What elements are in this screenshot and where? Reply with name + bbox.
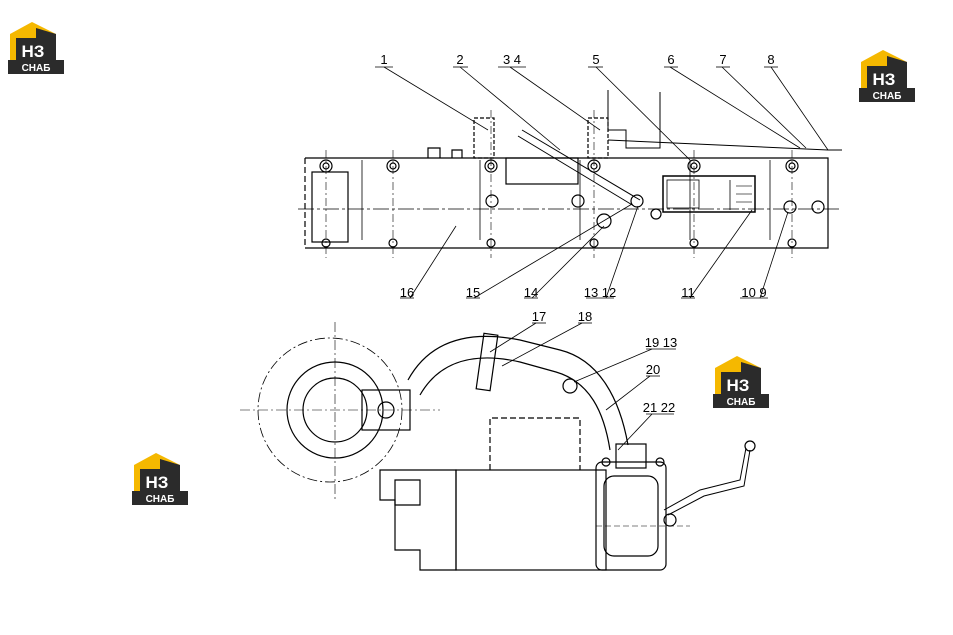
logo-subtitle: СНАБ: [873, 91, 902, 102]
callout-14: 14: [524, 285, 538, 300]
callout-15: 15: [466, 285, 480, 300]
logo-letters: НЗ: [873, 70, 896, 89]
callout-17: 17: [532, 309, 546, 324]
turbo-assembly-view: [240, 322, 756, 571]
callout-21-22: 21 22: [643, 400, 676, 415]
brand-logo-bottom-left: НЗ СНАБ: [132, 453, 188, 505]
callout-20: 20: [646, 362, 660, 377]
callout-2: 2: [456, 52, 463, 67]
callout-6: 6: [667, 52, 674, 67]
callout-7: 7: [719, 52, 726, 67]
callout-13-12: 13 12: [584, 285, 617, 300]
brand-logo-middle-right: НЗ СНАБ: [713, 356, 769, 408]
logo-subtitle: СНАБ: [146, 494, 175, 505]
callout-3-4: 3 4: [503, 52, 521, 67]
callout-8: 8: [767, 52, 774, 67]
brand-logo-top-left: НЗ СНАБ: [8, 22, 64, 74]
logo-letters: НЗ: [22, 42, 45, 61]
logo-subtitle: СНАБ: [22, 63, 51, 74]
manifold-top-view: [298, 90, 842, 258]
callout-18: 18: [578, 309, 592, 324]
callout-1: 1: [380, 52, 387, 67]
brand-logo-top-right: НЗ СНАБ: [859, 50, 915, 102]
logo-letters: НЗ: [727, 376, 750, 395]
callout-16: 16: [400, 285, 414, 300]
callout-labels: 1 2 3 4 5 6 7 8 16 15 14 13 12 11 10 9 1…: [380, 52, 774, 415]
callout-5: 5: [592, 52, 599, 67]
callout-19-13: 19 13: [645, 335, 678, 350]
logo-subtitle: СНАБ: [727, 397, 756, 408]
leader-lines: [375, 66, 829, 451]
callout-11: 11: [681, 285, 695, 300]
logo-letters: НЗ: [146, 473, 169, 492]
callout-10-9: 10 9: [741, 285, 766, 300]
